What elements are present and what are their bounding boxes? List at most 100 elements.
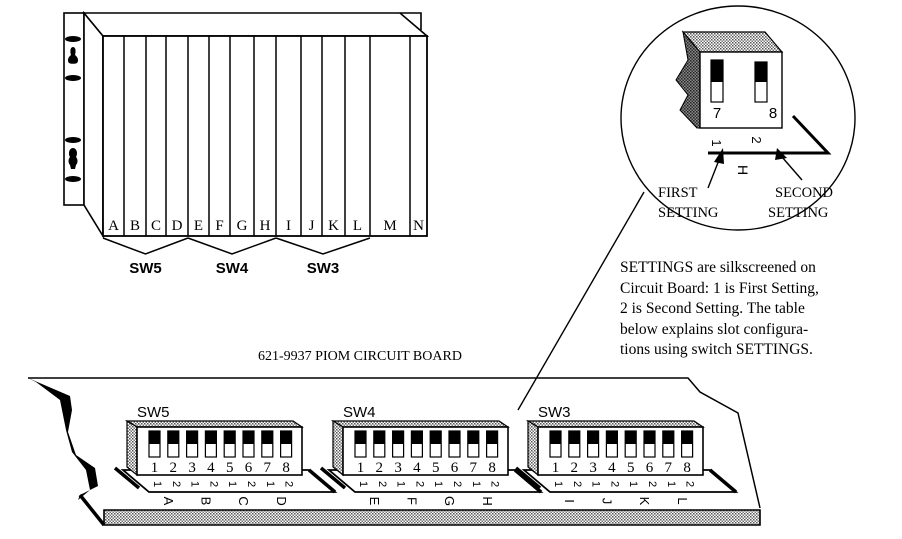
slot-label-h: H: [260, 218, 271, 234]
switch-number-7: 7: [713, 105, 721, 122]
slot-label-b: B: [130, 218, 140, 234]
switch-body: [136, 426, 303, 476]
first-setting-label-line2: SETTING: [658, 205, 719, 221]
setting-mark: 1: [357, 481, 369, 487]
mount-hole-icon: [65, 36, 81, 42]
slot-mark-i: I: [562, 499, 577, 503]
slot-letter-h: H: [735, 165, 751, 175]
slot-mark-g: G: [442, 496, 457, 506]
position-number: 5: [226, 460, 234, 476]
slot-label-e: E: [194, 218, 203, 234]
setting-mark: 2: [170, 481, 182, 487]
setting-mark: 1: [226, 481, 238, 487]
setting-mark: 2: [608, 481, 620, 487]
second-setting-label-line2: SETTING: [768, 205, 829, 221]
setting-mark: 2: [684, 481, 696, 487]
chassis-side: [83, 10, 104, 239]
note-line: 2 is Second Setting. The table: [620, 300, 805, 317]
slot-label-a: A: [108, 218, 119, 234]
position-number: 6: [245, 460, 253, 476]
position-number: 4: [608, 460, 616, 476]
position-number: 2: [571, 460, 579, 476]
position-number: 1: [552, 460, 560, 476]
switch-label: SW3: [538, 404, 571, 421]
slot-mark-j: J: [600, 498, 615, 505]
group-label-sw5: SW5: [129, 260, 162, 277]
position-number: 8: [282, 460, 290, 476]
group-bracket: [102, 237, 189, 255]
slot-mark-b: B: [199, 497, 214, 506]
position-number: 7: [665, 460, 673, 476]
position-number: 4: [413, 460, 421, 476]
position-number: 7: [470, 460, 478, 476]
slot-mark-k: K: [637, 497, 652, 506]
keyhole-slot-icon: [67, 47, 79, 64]
position-number: 1: [357, 460, 365, 476]
position-number: 3: [589, 460, 597, 476]
setting-mark: 2: [283, 481, 295, 487]
position-number: 2: [376, 460, 384, 476]
first-setting-arrow: [707, 159, 720, 189]
slot-label-n: N: [413, 218, 424, 234]
detail-callout: 7 8 1 2 H FIRST SETTING SECOND SETTING: [517, 5, 856, 411]
silkscreen-bracket: [708, 114, 832, 155]
position-number: 3: [188, 460, 196, 476]
setting-mark: 1: [665, 481, 677, 487]
group-label-sw4: SW4: [216, 260, 249, 277]
slot-mark-d: D: [274, 496, 289, 505]
first-setting-label-line1: FIRST: [658, 185, 698, 201]
slot-mark-e: E: [367, 497, 382, 506]
group-bracket: [187, 237, 277, 255]
position-number: 2: [170, 460, 178, 476]
switch-body: [342, 426, 509, 476]
slot-mark-c: C: [236, 496, 251, 505]
slot-label-i: I: [286, 218, 291, 234]
position-number: 8: [488, 460, 496, 476]
keyhole-slot-icon: [68, 148, 78, 169]
callout-leader-line: [517, 191, 645, 411]
switch-label: SW5: [137, 404, 170, 421]
arrowhead-icon: [775, 148, 787, 160]
switch-label: SW4: [343, 404, 376, 421]
board-torn-edge: [28, 378, 98, 500]
setting-mark: 2: [207, 481, 219, 487]
chassis-front: [102, 35, 428, 237]
note-line: SETTINGS are silkscreened on: [620, 259, 816, 276]
setting-mark-2: 2: [749, 136, 764, 143]
position-number: 4: [207, 460, 215, 476]
group-bracket: [275, 237, 371, 255]
second-setting-label-line1: SECOND: [775, 185, 833, 201]
setting-mark: 1: [470, 481, 482, 487]
position-number: 5: [627, 460, 635, 476]
setting-mark: 2: [413, 481, 425, 487]
setting-mark: 2: [489, 481, 501, 487]
group-label-sw3: SW3: [307, 260, 340, 277]
slot-mark-f: F: [405, 497, 420, 505]
switch-body: [537, 426, 704, 476]
setting-mark: 1: [151, 481, 163, 487]
board-label: 621-9937 PIOM CIRCUIT BOARD: [258, 349, 462, 364]
position-number: 3: [394, 460, 402, 476]
setting-mark: 2: [571, 481, 583, 487]
setting-mark: 1: [432, 481, 444, 487]
position-number: 8: [683, 460, 691, 476]
position-number: 6: [451, 460, 459, 476]
setting-mark-1: 1: [709, 139, 724, 146]
setting-mark: 1: [552, 481, 564, 487]
note-line: tions using switch SETTINGS.: [620, 341, 813, 358]
setting-mark: 1: [395, 481, 407, 487]
slot-mark-h: H: [480, 496, 495, 505]
setting-mark: 2: [245, 481, 257, 487]
second-setting-arrow: [781, 156, 803, 181]
arrowhead-icon: [714, 148, 724, 164]
switch-number-8: 8: [769, 105, 777, 122]
slot-label-g: G: [237, 218, 248, 234]
mount-hole-icon: [65, 176, 81, 182]
setting-mark: 2: [646, 481, 658, 487]
